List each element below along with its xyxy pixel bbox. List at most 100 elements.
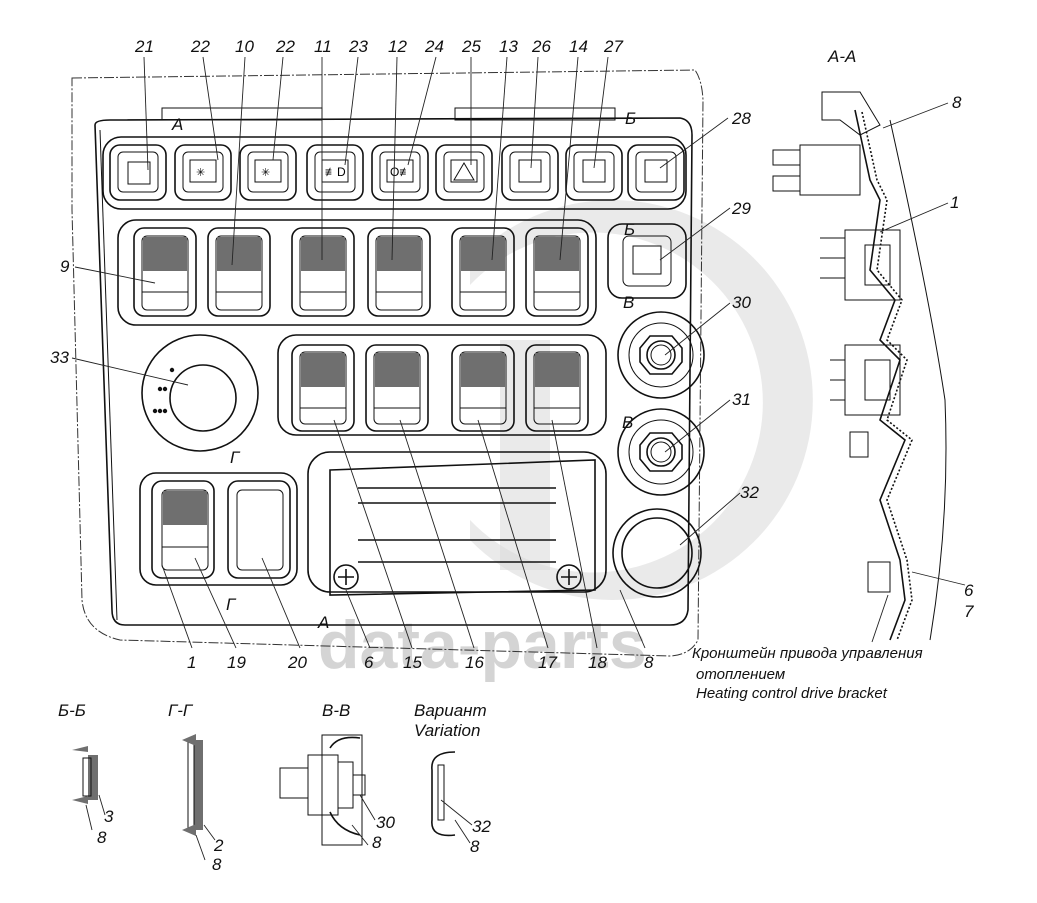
callout-15: 15 — [403, 653, 422, 672]
section-variation-subtitle: Variation — [414, 721, 480, 740]
callout-1: 1 — [950, 193, 959, 212]
hazard-triangle-icon — [453, 162, 475, 181]
interior-light-icon: ✳ — [261, 167, 270, 179]
knob-30[interactable] — [617, 311, 705, 399]
callout-32: 32 — [472, 817, 491, 836]
section-variation-title: Вариант — [414, 701, 487, 720]
rocker-switch-11[interactable] — [291, 227, 355, 317]
rocker-switch-9[interactable] — [133, 227, 197, 317]
callout-12: 12 — [388, 37, 407, 56]
button-28[interactable] — [627, 144, 685, 201]
panel-bezel — [94, 117, 693, 626]
callout-11: 11 — [314, 37, 332, 56]
rocker-row-1 — [133, 227, 589, 317]
callout-16: 16 — [465, 653, 484, 672]
section-mark-g: Г — [230, 448, 241, 467]
button-21[interactable] — [109, 144, 167, 201]
leader-lines — [71, 56, 741, 649]
screw-icon — [333, 564, 359, 590]
callout-1: 1 — [187, 653, 196, 672]
callout-6: 6 — [364, 653, 374, 672]
section-mark-v: В — [622, 413, 633, 432]
top-button-row: ✳ ✳ ≢D O≢ — [109, 144, 685, 201]
rocker-switch-17[interactable] — [451, 344, 515, 432]
rocker-switch-18[interactable] — [525, 344, 589, 432]
callout-22: 22 — [275, 37, 295, 56]
callout-13: 13 — [499, 37, 518, 56]
callout-30: 30 — [732, 293, 751, 312]
button-27[interactable] — [565, 144, 623, 201]
button-26[interactable] — [501, 144, 559, 201]
section-aa-view: А-А 8 1 6 7 Кронштейн привода управления… — [692, 47, 974, 702]
callout-26: 26 — [531, 37, 551, 56]
callout-21: 21 — [134, 37, 154, 56]
callout-8: 8 — [470, 837, 480, 856]
callout-30: 30 — [376, 813, 395, 832]
section-gg-title: Г-Г — [168, 701, 194, 720]
section-mark-v: В — [623, 293, 634, 312]
button-22b[interactable]: ✳ — [239, 144, 297, 201]
panel-outline — [71, 69, 704, 657]
callout-29: 29 — [731, 199, 751, 218]
section-bb-view: Б-Б 3 8 — [58, 701, 114, 847]
callout-8: 8 — [952, 93, 962, 112]
button-23[interactable]: ≢D — [306, 144, 364, 201]
callout-9: 9 — [60, 257, 70, 276]
callout-7: 7 — [964, 602, 974, 621]
center-tray[interactable] — [307, 451, 607, 596]
rocker-switch-10[interactable] — [207, 227, 271, 317]
rocker-switch-12[interactable] — [367, 227, 431, 317]
callout-28: 28 — [731, 109, 751, 128]
rotary-knob-33[interactable] — [141, 334, 259, 452]
rocker-switch-14[interactable] — [525, 227, 589, 317]
callout-32: 32 — [740, 483, 759, 502]
callout-14: 14 — [569, 37, 588, 56]
plug-32[interactable] — [612, 508, 702, 598]
button-24[interactable]: O≢ — [371, 144, 429, 201]
callout-8: 8 — [372, 833, 382, 852]
section-mark-b: Б — [624, 220, 635, 239]
section-gg-view: Г-Г 2 8 — [168, 701, 224, 874]
callout-19: 19 — [227, 653, 246, 672]
callout-3: 3 — [104, 807, 114, 826]
callout-20: 20 — [287, 653, 307, 672]
watermark-text: data-parts — [318, 607, 647, 683]
knob-31[interactable] — [617, 408, 705, 496]
callout-27: 27 — [603, 37, 623, 56]
section-variation-view: Вариант Variation 32 8 — [414, 701, 491, 856]
section-mark-a: А — [317, 613, 329, 632]
rocker-switch-15[interactable] — [291, 344, 355, 432]
callout-8: 8 — [644, 653, 654, 672]
callout-8: 8 — [212, 855, 222, 874]
section-mark-a: А — [171, 115, 183, 134]
bracket-caption-en: Heating control drive bracket — [696, 685, 888, 702]
bracket-caption-ru: Кронштейн привода управления — [692, 645, 923, 662]
section-vv-view: В-В 30 8 — [279, 701, 395, 852]
button-22a[interactable]: ✳ — [174, 144, 232, 201]
rocker-row-2 — [291, 344, 589, 432]
callout-23: 23 — [348, 37, 368, 56]
rocker-switch-19[interactable] — [151, 480, 215, 579]
callout-17: 17 — [538, 653, 557, 672]
interior-light-icon: ✳ — [196, 167, 205, 179]
callout-6: 6 — [964, 581, 974, 600]
bracket-caption-ru-2: отоплением — [696, 666, 785, 683]
callout-2: 2 — [213, 836, 224, 855]
callout-33: 33 — [50, 348, 69, 367]
button-25[interactable] — [435, 144, 493, 201]
rocker-switch-16[interactable] — [365, 344, 429, 432]
callout-24: 24 — [424, 37, 444, 56]
section-aa-title: А-А — [827, 47, 856, 66]
section-vv-title: В-В — [322, 701, 350, 720]
callout-22: 22 — [190, 37, 210, 56]
callout-10: 10 — [235, 37, 254, 56]
button-29[interactable] — [607, 223, 687, 299]
section-mark-g: Г — [226, 595, 237, 614]
blank-plate-20[interactable] — [227, 480, 291, 579]
rear-fog-light-icon: O≢ — [390, 165, 411, 179]
callout-8: 8 — [97, 828, 107, 847]
fog-light-icon: ≢D — [325, 165, 346, 179]
rocker-switch-13[interactable] — [451, 227, 515, 317]
callout-31: 31 — [732, 390, 751, 409]
